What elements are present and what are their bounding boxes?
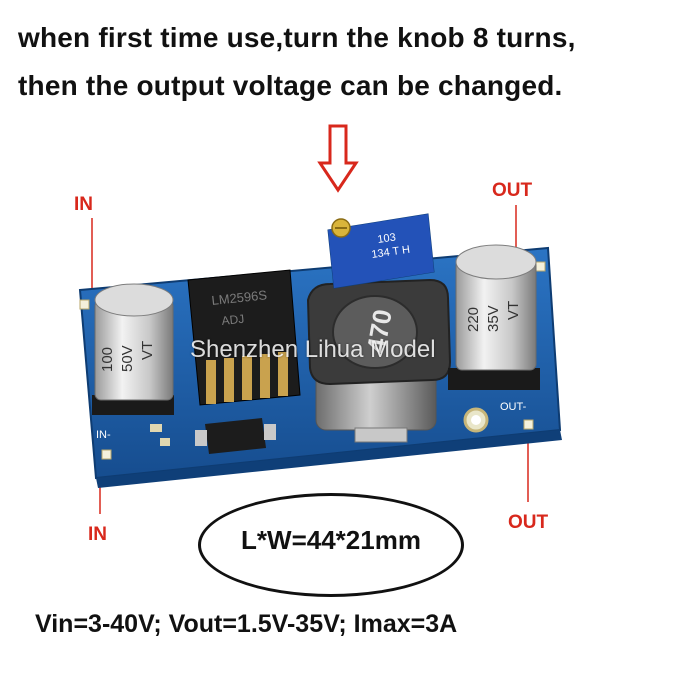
in-bottom-label: IN — [88, 524, 107, 545]
input-capacitor: 100 50V VT — [92, 283, 174, 415]
out-bottom-label: OUT — [508, 512, 549, 533]
svg-text:VT: VT — [139, 341, 156, 360]
diode — [195, 418, 276, 454]
lm2596-ic: LM2596S ADJ — [187, 269, 301, 406]
svg-text:100: 100 — [99, 347, 116, 372]
watermark: Shenzhen Lihua Model — [190, 336, 436, 363]
potentiometer: 103 134 T H — [327, 213, 435, 289]
out-top-label: OUT — [492, 180, 533, 201]
svg-text:ADJ: ADJ — [221, 312, 245, 328]
svg-text:50V: 50V — [119, 345, 136, 372]
instruction-line-2: then the output voltage can be changed. — [18, 70, 563, 101]
pad-out-plus — [535, 261, 546, 272]
output-capacitor: 220 35V VT — [448, 244, 540, 390]
svg-text:134 T H: 134 T H — [371, 244, 411, 261]
mount-hole-center — [471, 415, 481, 425]
pad-in-minus — [101, 449, 112, 460]
svg-text:35V: 35V — [485, 305, 502, 332]
smd-resistor-2 — [160, 438, 170, 446]
svg-text:LM2596S: LM2596S — [211, 287, 268, 308]
smd-resistor-1 — [150, 424, 162, 432]
silk-out-minus: OUT- — [500, 401, 527, 413]
dimension-ellipse — [198, 493, 464, 597]
pad-in-plus — [79, 299, 90, 310]
svg-text:470: 470 — [361, 307, 398, 355]
inductor: 470 — [306, 278, 452, 443]
dimension-text: L*W=44*21mm — [241, 525, 421, 555]
down-arrow-icon — [317, 124, 359, 193]
pad-out-minus — [523, 419, 534, 430]
silk-in-minus: IN- — [96, 429, 111, 441]
spec-line: Vin=3-40V; Vout=1.5V-35V; Imax=3A — [35, 610, 458, 638]
svg-text:103: 103 — [377, 232, 397, 246]
instruction-line-1: when first time use,turn the knob 8 turn… — [18, 22, 576, 53]
pot-adjust-knob-icon — [331, 218, 351, 238]
svg-text:220: 220 — [465, 307, 482, 332]
in-top-label: IN — [74, 194, 93, 215]
svg-text:VT: VT — [505, 301, 522, 320]
